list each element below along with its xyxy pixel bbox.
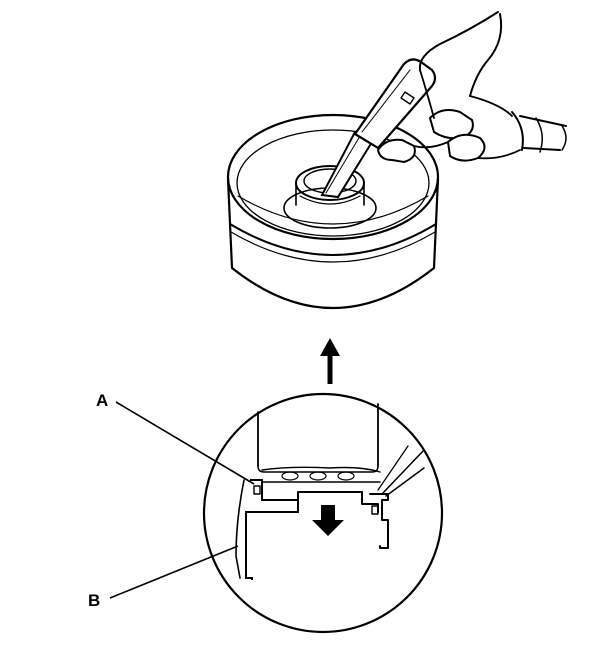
detail-cross-section xyxy=(235,403,425,580)
removal-tool xyxy=(320,58,437,199)
detail-circle xyxy=(202,392,444,634)
label-a: A xyxy=(96,391,108,410)
leader-line-b xyxy=(109,545,239,599)
down-arrow-icon xyxy=(312,505,344,536)
up-arrow-icon xyxy=(320,338,340,384)
leader-line-a xyxy=(115,401,255,485)
label-b: B xyxy=(88,591,100,610)
hand xyxy=(376,11,567,164)
